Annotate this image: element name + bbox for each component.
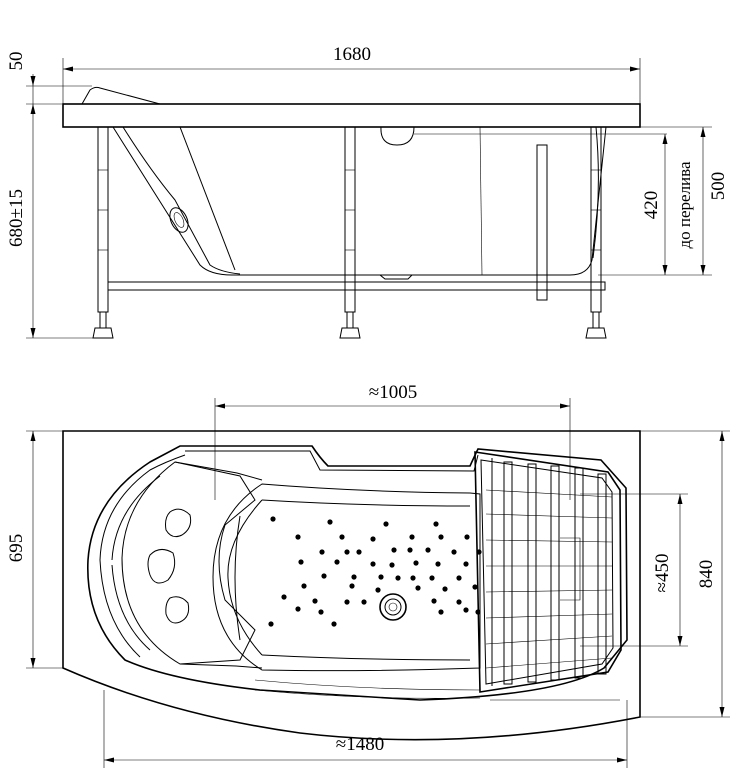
dim-total-length: 1680 <box>333 44 371 65</box>
dim-right-width: 840 <box>696 560 717 589</box>
dim-rim-thickness: 50 <box>6 52 27 71</box>
jet <box>429 575 435 581</box>
jet <box>298 559 304 565</box>
jet <box>319 549 325 555</box>
dim-left-width: 695 <box>6 534 27 563</box>
jet <box>433 521 439 527</box>
jet <box>463 561 469 567</box>
dim-inner-length: ≈1005 <box>369 382 417 403</box>
jet <box>268 621 274 627</box>
jet <box>415 585 421 591</box>
dim-inner-depth: 500 <box>708 172 729 201</box>
jet <box>413 560 419 566</box>
jet <box>361 599 367 605</box>
hydromassage-jets <box>268 516 482 627</box>
jet <box>378 574 384 580</box>
jet <box>383 521 389 527</box>
jet <box>391 547 397 553</box>
jet <box>356 549 362 555</box>
jet <box>395 575 401 581</box>
dim-overflow-height: 420 <box>641 191 662 220</box>
jet <box>375 587 381 593</box>
jet <box>370 561 376 567</box>
jet <box>472 584 478 590</box>
jet <box>463 607 469 613</box>
jet <box>407 547 413 553</box>
jet <box>409 534 415 540</box>
jet <box>270 516 276 522</box>
jet <box>301 583 307 589</box>
jet <box>456 599 462 605</box>
jet <box>312 598 318 604</box>
jet <box>431 598 437 604</box>
jet <box>351 574 357 580</box>
jet <box>425 547 431 553</box>
jet <box>318 609 324 615</box>
jet <box>349 583 355 589</box>
slatted-grid <box>474 451 622 701</box>
jet <box>295 534 301 540</box>
jet <box>464 534 470 540</box>
dim-total-height: 680±15 <box>6 189 27 247</box>
frame-legs <box>92 126 607 339</box>
jet <box>331 621 337 627</box>
top-view: ≈1005 695 840 ≈450 ≈1480 <box>6 382 730 768</box>
jet <box>389 562 395 568</box>
jet <box>456 575 462 581</box>
jet <box>438 534 444 540</box>
jet <box>334 559 340 565</box>
overflow-note: до перелива <box>675 161 694 248</box>
jet <box>442 586 448 592</box>
dim-bottom-length: ≈1480 <box>336 734 384 755</box>
jet <box>344 599 350 605</box>
jet <box>344 549 350 555</box>
jet <box>438 609 444 615</box>
jet <box>451 549 457 555</box>
jet <box>321 573 327 579</box>
jet <box>295 606 301 612</box>
jet <box>281 594 287 600</box>
jet <box>410 575 416 581</box>
jet <box>339 534 345 540</box>
jet <box>435 561 441 567</box>
jet <box>327 519 333 525</box>
side-view: 1680 50 680±15 <box>6 44 729 339</box>
jet <box>370 536 376 542</box>
dim-grid-width: ≈450 <box>652 554 673 593</box>
